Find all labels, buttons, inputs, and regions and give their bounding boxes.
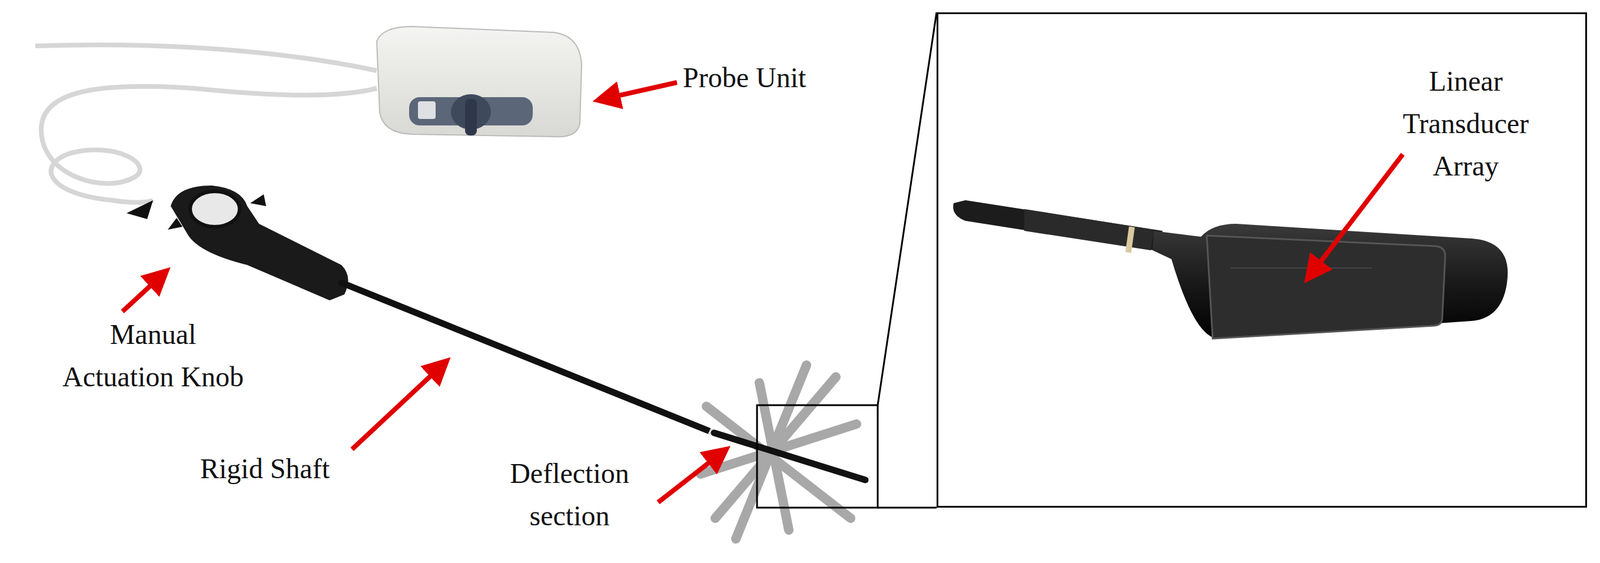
leader-arrow	[122, 82, 1403, 503]
part-label: Probe Unit	[682, 56, 872, 99]
deflection-section	[714, 432, 866, 480]
zoom-box	[757, 405, 878, 508]
part-label: Linear Transducer Array	[1377, 60, 1555, 188]
zoom-line	[877, 12, 937, 406]
handle	[126, 185, 348, 301]
enlarged-tip	[953, 200, 1508, 339]
part-label: Manual Actuation Knob	[52, 313, 254, 398]
part-label: Rigid Shaft	[176, 447, 354, 490]
cable	[35, 44, 377, 71]
part-label: Deflection section	[491, 452, 648, 537]
cable	[41, 86, 377, 203]
inset-frame: Linear Transducer Array	[936, 12, 1588, 508]
probe-unit	[376, 26, 582, 137]
zoom-line	[877, 506, 937, 509]
